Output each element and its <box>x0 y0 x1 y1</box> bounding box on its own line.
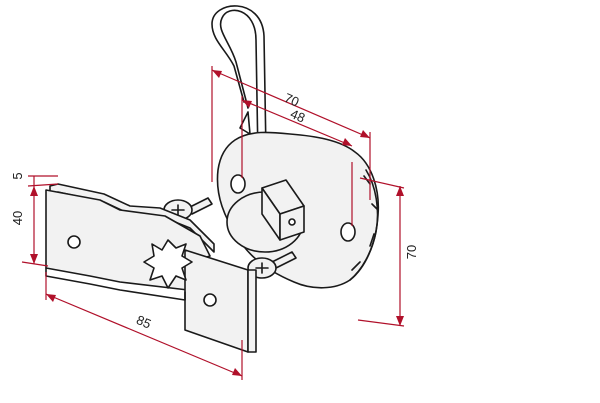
spring-clip <box>211 5 267 159</box>
square-drive-pin <box>226 179 305 253</box>
dimension-arrows <box>30 70 404 376</box>
mounting-bracket <box>45 183 257 353</box>
bracket-hole-right <box>203 293 217 307</box>
dim-overall-width-line <box>211 69 371 139</box>
flange-hole-right <box>340 222 356 242</box>
flange-hole-left <box>230 174 246 194</box>
dimension-lines <box>21 66 405 380</box>
dim-flange-height-label: 70 <box>404 245 419 259</box>
dim-bracket-height-label: 40 <box>10 211 25 225</box>
dim-bracket-length-line <box>45 293 243 377</box>
dim-hole-spacing-line <box>241 99 353 147</box>
bracket-hole-left <box>67 235 81 249</box>
dim-hole-spacing-label: 48 <box>288 106 307 125</box>
dim-overall-width-label: 70 <box>282 90 301 109</box>
dim-bracket-thickness-label: 5 <box>10 172 25 179</box>
dim-bracket-length-label: 85 <box>134 312 153 331</box>
